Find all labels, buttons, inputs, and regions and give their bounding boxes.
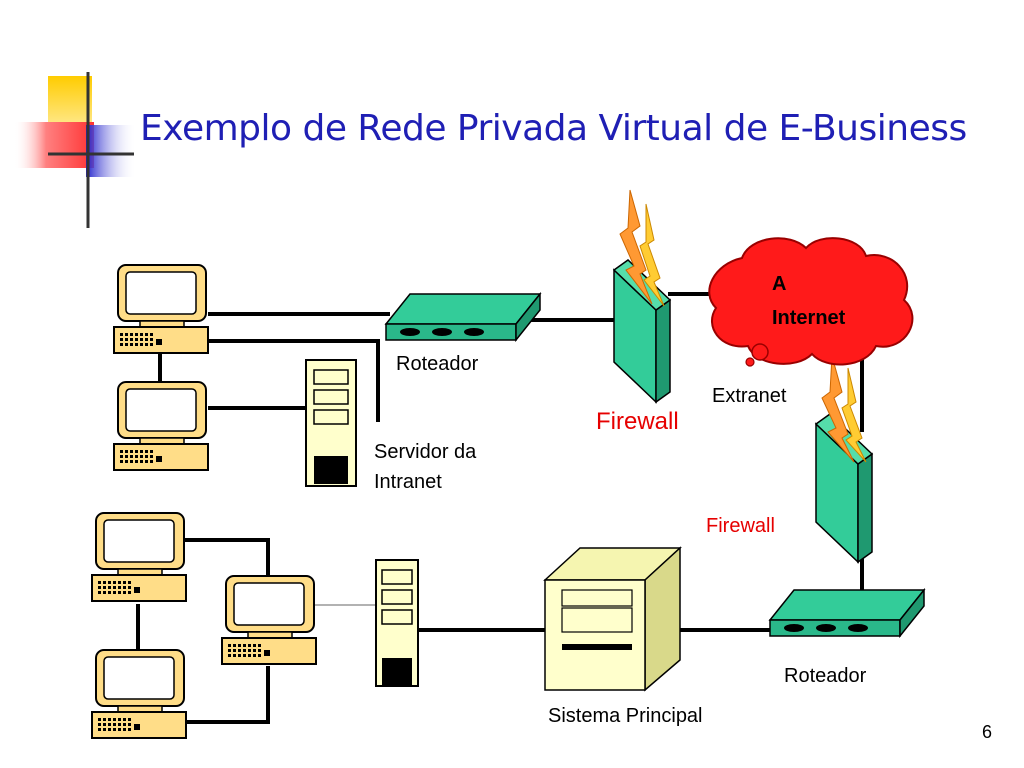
main-system [543,546,682,692]
router-bottom [768,587,926,639]
flame-icon [619,189,653,305]
flame-icon [821,355,855,463]
firewall-top-label: Firewall [596,408,679,435]
page-title: Exemplo de Rede Privada Virtual de E-Bus… [140,108,967,149]
extranet-label: Extranet [712,385,787,407]
connection-lines [136,292,864,724]
intranet-server-label-line2: Intranet [374,471,442,493]
link-pc3-hub [184,538,270,578]
decorative-logo [14,72,136,228]
computer [113,381,209,471]
firewall-right [814,355,874,564]
internet-label-line2: Internet [772,307,846,329]
flame-icon [639,203,665,307]
computer [91,512,187,602]
router-top [384,291,542,343]
router-bottom-label: Roteador [784,665,867,687]
computer [91,649,187,739]
link-pc5-hub [184,666,270,724]
computer [113,264,209,354]
internet-label-line1: A [772,273,787,295]
flame-icon [841,367,867,463]
link-pc1-intranet-server [208,339,380,422]
internet-cloud [708,237,914,367]
page-number: 6 [981,722,992,742]
firewall-right-label: Firewall [706,515,775,537]
main-system-label: Sistema Principal [548,705,703,727]
intranet-server-label-line1: Servidor da [374,441,477,463]
computers [91,264,317,739]
intranet-server [305,359,357,487]
server-bottom [375,559,419,687]
firewall-top [612,189,672,404]
computer [221,575,317,665]
router-top-label: Roteador [396,353,479,375]
